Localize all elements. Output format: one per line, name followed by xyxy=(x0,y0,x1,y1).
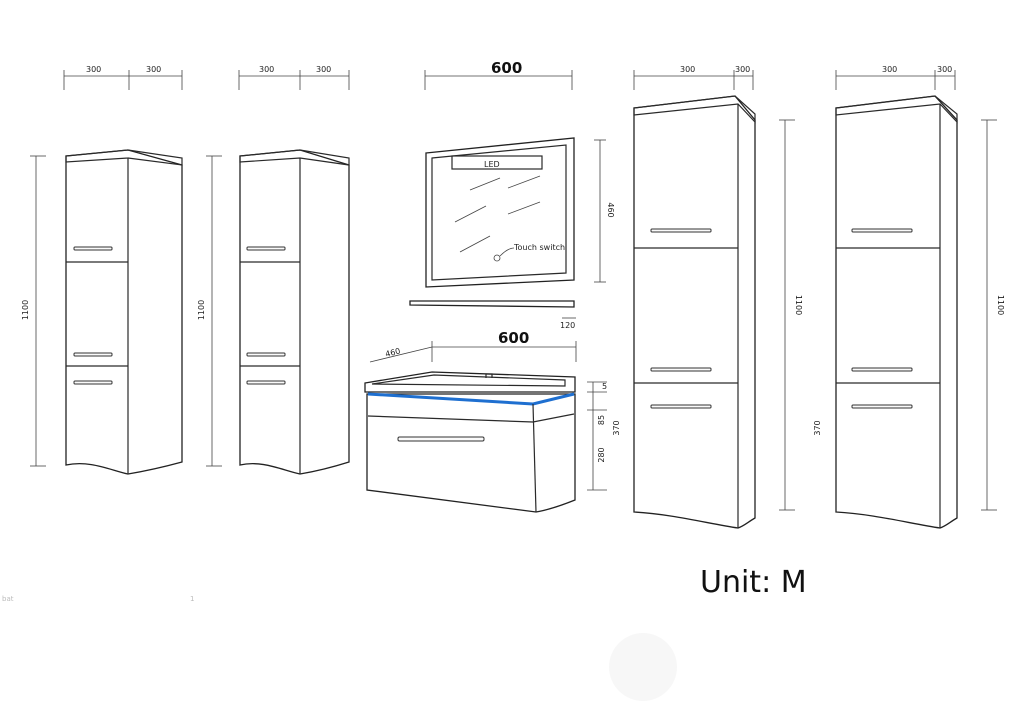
tall-cabinet-left-2: 300 300 1100 xyxy=(197,65,350,475)
watermark-circle xyxy=(609,633,677,701)
basin-cabinet: 600 460 5 85 370 280 xyxy=(364,329,621,513)
height-dim: 1100 xyxy=(197,300,206,320)
width-dim-a: 300 xyxy=(882,65,897,74)
unit-label: Unit: M xyxy=(700,565,807,600)
footer-right-text: 1 xyxy=(190,595,194,603)
glass-shelf: 120 xyxy=(409,300,576,330)
width-dim-b: 300 xyxy=(735,65,750,74)
height-dim: 1100 xyxy=(21,300,30,320)
width-dim-a: 300 xyxy=(680,65,695,74)
height-dim: 1100 xyxy=(794,295,803,315)
height-dim: 1100 xyxy=(996,295,1005,315)
mirror-width-dim: 600 xyxy=(491,59,522,77)
mirror-height-dim: 460 xyxy=(606,202,615,217)
shelf-depth-dim: 120 xyxy=(560,321,575,330)
basin-depth-dim: 460 xyxy=(384,347,401,359)
width-dim-b: 300 xyxy=(146,65,161,74)
basin-led-dim: 85 xyxy=(597,415,606,425)
touch-switch-label: Touch switch xyxy=(513,243,565,252)
footer-left-text: bat xyxy=(2,595,14,603)
led-label: LED xyxy=(484,160,500,169)
width-dim-a: 300 xyxy=(86,65,101,74)
led-mirror: 600 LED Touch switch 460 xyxy=(424,59,615,288)
width-dim-a: 300 xyxy=(259,65,274,74)
width-dim-b: 300 xyxy=(937,65,952,74)
lower-height-dim: 370 xyxy=(813,420,822,435)
basin-width-dim: 600 xyxy=(498,329,529,347)
tall-cabinet-left-1: 300 300 1100 xyxy=(21,65,183,475)
width-dim-b: 300 xyxy=(316,65,331,74)
basin-top-dim: 5 xyxy=(602,382,607,391)
tall-cabinet-right-1: 300 300 1100 370 xyxy=(633,65,822,529)
basin-drawer-dim: 280 xyxy=(597,447,606,462)
tall-cabinet-right-2: 300 300 1100 xyxy=(835,65,1005,529)
basin-total-dim: 370 xyxy=(612,420,621,435)
